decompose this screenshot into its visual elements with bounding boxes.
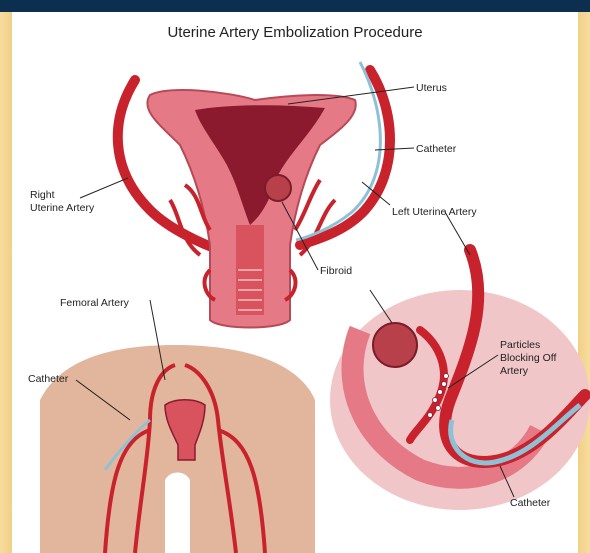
label-femoral-artery: Femoral Artery [60,297,130,309]
label-right-uterine-artery-1: Right [30,189,55,201]
uterus-illustration [118,62,390,328]
pelvis-gap [165,473,190,553]
label-left-uterine-artery: Left Uterine Artery [392,206,477,218]
label-fibroid: Fibroid [320,265,352,277]
label-catheter-left: Catheter [28,373,69,385]
label-right-uterine-artery-2: Uterine Artery [30,202,95,214]
label-uterus: Uterus [416,82,447,94]
label-catheter-bottom: Catheter [510,497,551,509]
label-particles-3: Artery [500,365,529,377]
label-particles-1: Particles [500,339,540,351]
closeup-fibroid [373,323,417,367]
pelvis-illustration [40,345,315,553]
label-particles-2: Blocking Off [500,352,556,364]
label-catheter-top: Catheter [416,143,457,155]
fibroid [265,175,291,201]
